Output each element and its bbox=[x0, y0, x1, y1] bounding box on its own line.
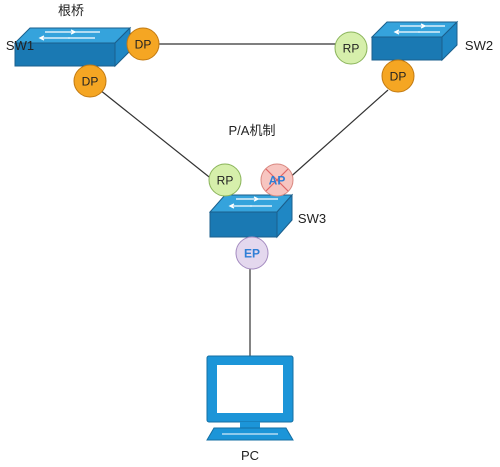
port-sw3-bottom: EP bbox=[235, 236, 269, 270]
diagram-title: P/A机制 bbox=[229, 123, 276, 138]
switch-sw1 bbox=[13, 26, 132, 68]
switch-label-sw1: SW1 bbox=[6, 38, 34, 53]
port-sw3-right: AP bbox=[260, 163, 294, 197]
switch-arrows-icon bbox=[393, 23, 445, 35]
switch-arrows-icon bbox=[228, 196, 278, 209]
port-circle bbox=[126, 27, 160, 61]
port-role-label: DP bbox=[135, 38, 152, 52]
port-sw3-left: RP bbox=[208, 163, 242, 197]
port-sw2-bottom: DP bbox=[381, 59, 415, 93]
port-circle bbox=[235, 236, 269, 270]
monitor-screen bbox=[217, 365, 283, 413]
switch-sw3 bbox=[208, 193, 294, 239]
link-sw1-sw3 bbox=[99, 89, 229, 193]
port-role-label: RP bbox=[217, 174, 234, 188]
port-sw1-right: DP bbox=[126, 27, 160, 61]
links bbox=[99, 43, 389, 356]
monitor-icon bbox=[206, 355, 294, 441]
switch-sw2 bbox=[370, 20, 459, 62]
monitor-neck bbox=[240, 422, 260, 428]
switch-sw3-front bbox=[209, 211, 278, 238]
port-role-label: RP bbox=[343, 42, 360, 56]
port-circle bbox=[381, 59, 415, 93]
port-role-label: AP bbox=[269, 174, 286, 188]
port-role-label: DP bbox=[390, 70, 407, 84]
switch-sw1-front bbox=[14, 42, 116, 67]
port-circle bbox=[208, 163, 242, 197]
port-role-label: DP bbox=[82, 75, 99, 89]
switch-arrows-icon bbox=[38, 29, 100, 41]
switch-sw2-front bbox=[371, 36, 443, 61]
port-circle bbox=[73, 64, 107, 98]
port-circle bbox=[334, 31, 368, 65]
pc-label: PC bbox=[241, 448, 259, 463]
port-role-label: EP bbox=[244, 247, 260, 261]
port-sw2-left: RP bbox=[334, 31, 368, 65]
switch-label-sw2: SW2 bbox=[465, 38, 493, 53]
port-sw1-bottom: DP bbox=[73, 64, 107, 98]
root-bridge-label: 根桥 bbox=[58, 3, 84, 18]
blocked-cross-icon bbox=[265, 168, 289, 192]
switch-label-sw3: SW3 bbox=[298, 211, 326, 226]
